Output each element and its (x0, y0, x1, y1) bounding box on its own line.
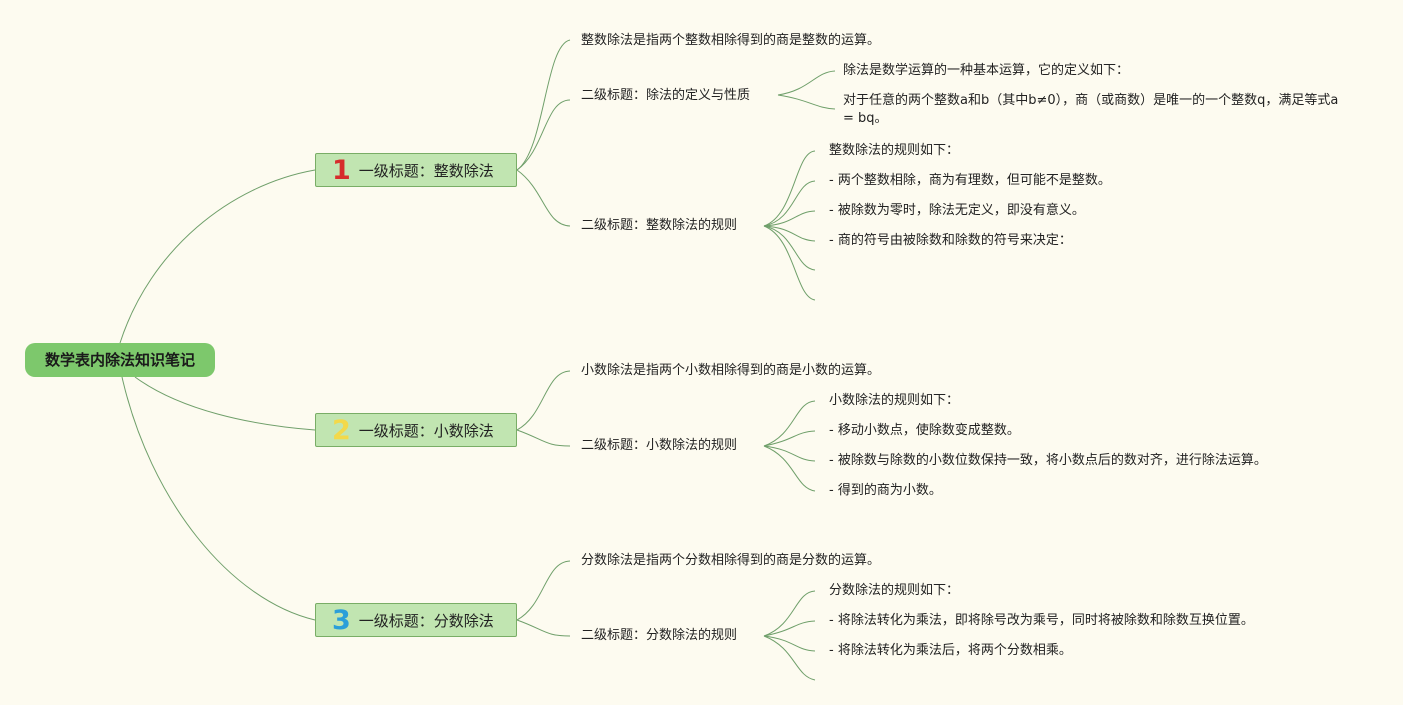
number-3-icon: 3 (332, 604, 351, 636)
level2-description[interactable]: 小数除法是指两个小数相除得到的商是小数的运算。 (581, 363, 881, 378)
level2-description[interactable]: 分数除法是指两个分数相除得到的商是分数的运算。 (581, 553, 881, 568)
link-b1-sub2 (516, 169, 571, 227)
link-b1s2-i5 (763, 225, 816, 271)
level3-item[interactable]: - 两个整数相除，商为有理数，但可能不是整数。 (829, 173, 1111, 188)
level2-node-decimal-rules[interactable]: 二级标题：小数除法的规则 (581, 438, 738, 453)
level1-title: 一级标题：整数除法 (358, 161, 494, 180)
level3-item[interactable]: 对于任意的两个整数a和b（其中b≠0），商（或商数）是唯一的一个整数q，满足等式… (843, 93, 1339, 126)
root-node[interactable]: 数学表内除法知识笔记 (25, 343, 215, 377)
link-b2-desc (516, 370, 571, 431)
number-2-icon: 2 (332, 414, 351, 446)
level3-item[interactable]: - 将除法转化为乘法，即将除号改为乘号，同时将被除数和除数互换位置。 (829, 613, 1254, 628)
link-b3s1-i2 (763, 620, 816, 637)
link-b1s1-i1 (777, 70, 836, 96)
level1-node-integer-division[interactable]: 1 一级标题：整数除法 (315, 153, 517, 187)
link-b1s2-i2 (763, 180, 816, 227)
level2-node-fraction-rules[interactable]: 二级标题：分数除法的规则 (581, 628, 738, 643)
link-b1s2-i4 (763, 225, 816, 242)
level3-item[interactable]: - 被除数与除数的小数位数保持一致，将小数点后的数对齐，进行除法运算。 (829, 453, 1267, 468)
level2-node-integer-rules[interactable]: 二级标题：整数除法的规则 (581, 218, 738, 233)
level3-item[interactable]: 分数除法的规则如下： (829, 583, 960, 598)
level1-title: 一级标题：分数除法 (358, 611, 494, 630)
link-b1s2-i6 (763, 225, 816, 301)
link-b3s1-i3 (763, 635, 816, 652)
link-b2s1-i3 (763, 445, 816, 462)
link-b1-desc (516, 39, 571, 171)
level1-node-fraction-division[interactable]: 3 一级标题：分数除法 (315, 603, 517, 637)
number-1-icon: 1 (332, 154, 351, 186)
link-root-b1 (119, 169, 316, 344)
level3-item[interactable]: - 将除法转化为乘法后，将两个分数相乘。 (829, 643, 1072, 658)
level1-node-decimal-division[interactable]: 2 一级标题：小数除法 (315, 413, 517, 447)
link-root-b3 (121, 376, 316, 621)
link-b2-sub1 (516, 429, 571, 447)
level3-item[interactable]: - 移动小数点，使除数变成整数。 (829, 423, 1020, 438)
level1-title: 一级标题：小数除法 (358, 421, 494, 440)
level3-item[interactable]: - 得到的商为小数。 (829, 483, 942, 498)
link-b2s1-i2 (763, 430, 816, 447)
level3-item[interactable]: - 商的符号由被除数和除数的符号来决定： (829, 233, 1072, 248)
level3-item[interactable]: 除法是数学运算的一种基本运算，它的定义如下： (843, 63, 1130, 78)
level3-item[interactable]: 小数除法的规则如下： (829, 393, 960, 408)
level2-description[interactable]: 整数除法是指两个整数相除得到的商是整数的运算。 (581, 33, 881, 48)
link-b1s2-i3 (763, 210, 816, 227)
level3-item[interactable]: - 被除数为零时，除法无定义，即没有意义。 (829, 203, 1085, 218)
link-b3s1-i4 (763, 635, 816, 681)
level3-item[interactable]: 整数除法的规则如下： (829, 143, 960, 158)
link-b1s2-i1 (763, 150, 816, 227)
link-root-b2 (134, 376, 316, 431)
link-b3-sub1 (516, 619, 571, 637)
link-b3s1-i1 (763, 590, 816, 637)
link-b3-desc (516, 560, 571, 621)
level2-node-definition[interactable]: 二级标题：除法的定义与性质 (581, 88, 751, 103)
link-b1-sub1 (516, 99, 571, 171)
link-b1s1-i2 (777, 94, 836, 110)
link-b2s1-i1 (763, 400, 816, 447)
link-b2s1-i4 (763, 445, 816, 492)
